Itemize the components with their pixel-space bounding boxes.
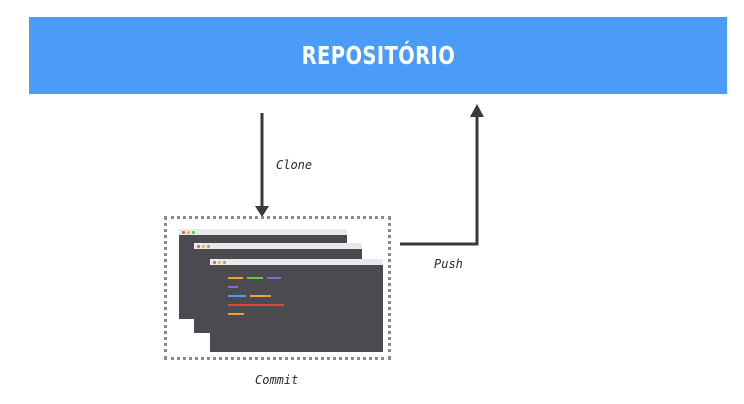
close-dot-icon <box>197 244 200 248</box>
commit-group-box <box>164 216 391 360</box>
code-line <box>228 277 243 279</box>
repository-title: REPOSITÓRIO <box>301 41 455 70</box>
code-line <box>228 304 284 306</box>
push-arrow-shaft <box>400 114 479 246</box>
window-titlebar <box>194 243 362 249</box>
maximize-dot-icon <box>192 230 195 234</box>
minimize-dot-icon <box>202 244 205 248</box>
clone-arrow-head <box>255 206 269 217</box>
window-titlebar <box>179 229 347 235</box>
code-line <box>228 286 238 288</box>
maximize-dot-icon <box>223 260 226 264</box>
push-arrow-head <box>470 104 484 117</box>
minimize-dot-icon <box>218 260 221 264</box>
repository-banner: REPOSITÓRIO <box>29 17 727 94</box>
clone-label: Clone <box>276 158 313 172</box>
minimize-dot-icon <box>187 230 190 234</box>
close-dot-icon <box>182 230 185 234</box>
push-label: Push <box>434 257 463 271</box>
editor-window-front <box>210 259 383 352</box>
code-line <box>228 295 246 297</box>
code-line <box>250 295 271 297</box>
code-line <box>228 313 244 315</box>
code-line <box>267 277 281 279</box>
window-titlebar <box>210 259 383 265</box>
commit-label: Commit <box>255 373 299 387</box>
maximize-dot-icon <box>207 244 210 248</box>
close-dot-icon <box>213 260 216 264</box>
code-line <box>247 277 263 279</box>
